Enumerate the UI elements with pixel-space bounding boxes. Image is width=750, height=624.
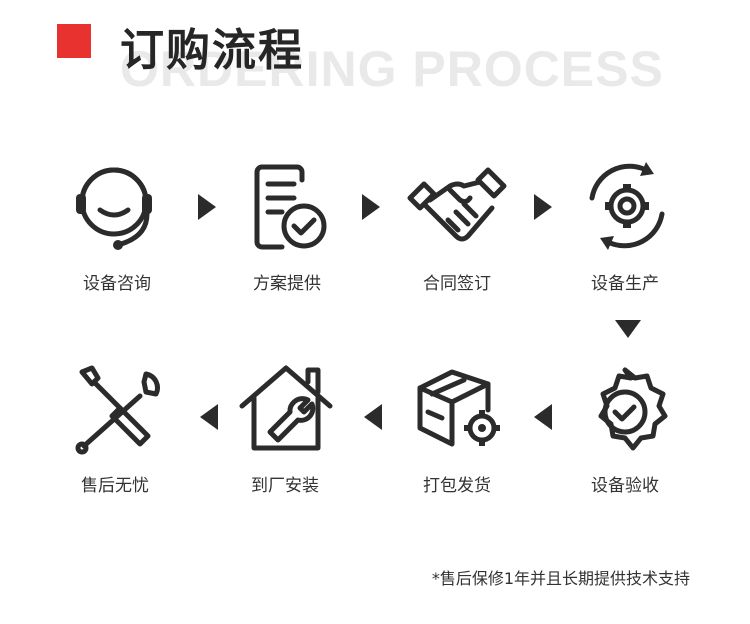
arrow-left-icon [200,404,218,430]
step-label: 到厂安装 [251,476,319,496]
step-acceptance: 设备验收 [560,362,690,496]
step-label: 售后无忧 [81,476,149,496]
title-english-watermark: ORDERING PROCESS [120,41,664,97]
step-label: 设备咨询 [83,274,151,294]
box-gear-icon [417,369,500,447]
step-contract: 合同签订 [392,160,522,294]
handshake-icon [407,167,507,242]
step-consult: 设备咨询 [52,160,182,294]
arrow-down-icon [615,320,641,338]
page-title: 订购流程 [120,25,304,76]
step-install: 到厂安装 [220,362,350,496]
gear-cycle-icon [589,162,665,250]
headset-icon [76,167,152,250]
step-label: 设备生产 [591,274,659,294]
step-production: 设备生产 [560,160,690,294]
step-label: 打包发货 [423,476,491,496]
arrow-left-icon [534,404,552,430]
arrow-right-icon [534,194,552,220]
step-proposal: 方案提供 [222,160,352,294]
arrow-left-icon [364,404,382,430]
document-check-icon [254,164,327,250]
arrow-right-icon [362,194,380,220]
title-accent-square [57,24,91,58]
step-label: 方案提供 [253,274,321,294]
step-label: 合同签订 [423,274,491,294]
house-wrench-icon [239,365,333,451]
tools-icon [75,365,160,455]
step-label: 设备验收 [591,476,659,496]
arrow-right-icon [198,194,216,220]
step-after-sales: 售后无忧 [50,362,180,496]
badge-check-icon [598,367,668,451]
warranty-footnote: *售后保修1年并且长期提供技术支持 [431,569,690,588]
step-shipping: 打包发货 [392,362,522,496]
